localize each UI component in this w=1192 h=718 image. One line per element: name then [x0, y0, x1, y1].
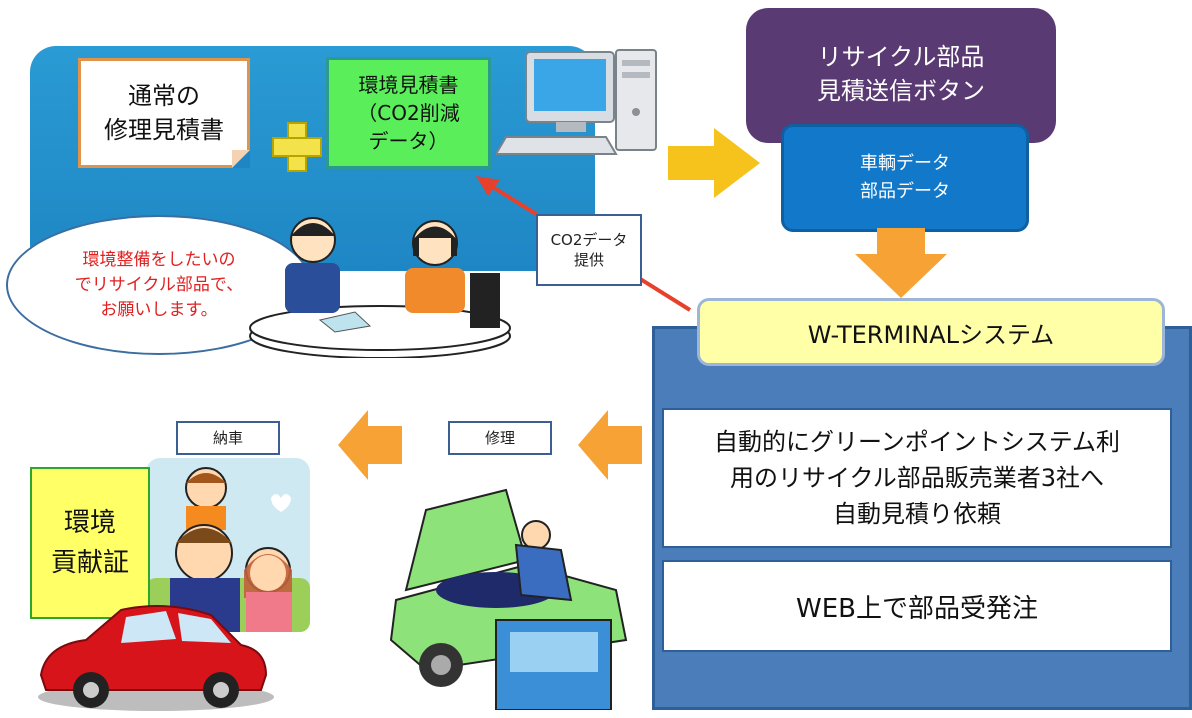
arrow-left-icon-delivery: [338, 410, 402, 480]
vehicle-data-line1: 車輌データ: [860, 153, 950, 174]
co2-label-line1: CO2データ: [550, 231, 628, 249]
auto-request-line2: 用のリサイクル部品販売業者3社へ: [729, 464, 1105, 492]
eco-estimate-line1: 環境見積書: [358, 73, 459, 97]
recycle-button-line1: リサイクル部品: [817, 43, 985, 71]
red-car-illustration: [38, 605, 274, 711]
normal-estimate-line1: 通常の: [128, 82, 200, 110]
arrow-down-icon: [855, 228, 947, 298]
vehicle-data-line2: 部品データ: [860, 181, 950, 202]
auto-request-line1: 自動的にグリーンポイントシステム利: [713, 428, 1121, 456]
speech-line2: でリサイクル部品で、: [74, 274, 244, 295]
web-order-box: WEB上で部品受発注: [662, 560, 1172, 652]
recycle-button-line2: 見積送信ボタン: [817, 77, 985, 105]
recycle-estimate-button-box: リサイクル部品 見積送信ボタン: [746, 8, 1056, 143]
repair-label: 修理: [448, 421, 552, 455]
arrow-left-icon-repair: [578, 410, 642, 480]
delivery-label: 納車: [176, 421, 280, 455]
computer-icon: [496, 49, 657, 155]
eco-certificate: 環境 貢献証: [30, 467, 150, 619]
vehicle-parts-data-box: 車輌データ 部品データ: [781, 124, 1029, 232]
certificate-line1: 環境: [63, 508, 116, 538]
normal-estimate-doc: 通常の 修理見積書: [78, 58, 250, 168]
customer-meeting-illustration: [249, 217, 511, 358]
auto-request-box: 自動的にグリーンポイントシステム利 用のリサイクル部品販売業者3社へ 自動見積り…: [662, 408, 1172, 548]
co2-label-line2: 提供: [573, 251, 604, 269]
eco-estimate-line3: データ）: [368, 129, 449, 153]
certificate-line2: 貢献証: [50, 548, 129, 578]
auto-request-line3: 自動見積り依頼: [833, 500, 1001, 528]
car-repair-illustration: [389, 488, 628, 710]
plus-icon: [272, 137, 322, 157]
speech-line3: お願いします。: [100, 299, 218, 320]
eco-estimate-doc: 環境見積書 （CO2削減 データ）: [326, 57, 491, 169]
arrow-right-icon: [668, 128, 760, 198]
w-terminal-title: W-TERMINALシステム: [697, 298, 1165, 366]
speech-line1: 環境整備をしたいの: [82, 249, 236, 270]
normal-estimate-line2: 修理見積書: [104, 116, 224, 144]
eco-estimate-line2: （CO2削減: [357, 101, 460, 125]
co2-data-label: CO2データ 提供: [536, 214, 642, 286]
